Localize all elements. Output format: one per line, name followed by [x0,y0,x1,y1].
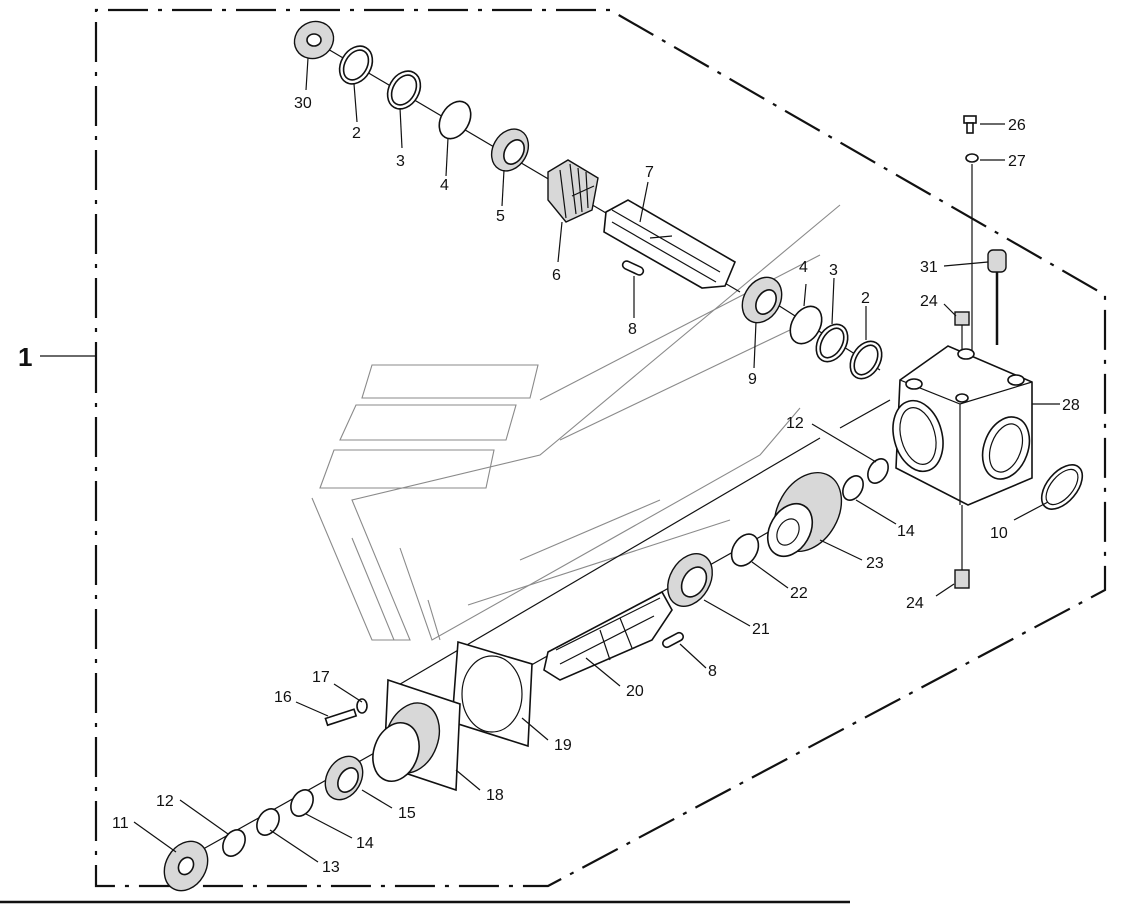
part-24-plug-bottom [954,569,970,589]
part-2-snap-ring [338,45,374,85]
part-12-snap-ring [867,458,889,484]
callout-21: 21 [752,621,770,638]
housing-axis-stub [839,399,891,429]
callout-13: 13 [322,859,340,876]
part-12-snap-ring-lower [222,829,246,857]
part-24-plug-top [954,311,970,326]
callout-30: 30 [294,95,312,112]
part-14-shim-lower [290,789,314,817]
part-3-shim [386,70,422,110]
callout-2-right: 2 [861,290,870,307]
part-14-shim [842,475,864,501]
callout-12-upper: 12 [786,415,804,432]
watermark-logo [311,204,841,641]
part-19-gasket [451,640,533,748]
callout-22: 22 [790,585,808,602]
callout-11: 11 [112,815,129,832]
part-18-flange [372,678,461,792]
part-6-bevel-gear [547,159,599,223]
callout-6: 6 [552,267,561,284]
part-26-screw [963,115,977,134]
part-9-bearing [741,276,783,324]
callout-27: 27 [1008,153,1026,170]
callout-4-right: 4 [799,259,808,276]
part-28-gearbox-housing [892,345,1033,506]
callout-18: 18 [486,787,504,804]
part-8-key-upper [621,260,645,276]
callout-24-bottom: 24 [906,595,924,612]
part-27-washer [965,153,979,163]
callout-labels: 1 30 2 3 4 5 6 7 8 9 4 3 2 26 27 31 24 2… [18,95,1080,876]
part-22-shim [730,533,760,567]
part-5-bearing [490,128,530,172]
callout-31: 31 [920,259,938,276]
callout-14-lower: 14 [356,835,374,852]
part-31-dipstick [987,249,1007,345]
part-21-bearing [667,553,713,607]
part-2-snap-ring-right [849,340,883,380]
part-10-seal [1040,464,1084,510]
part-16-bolt [324,708,358,727]
callout-8-lower: 8 [708,663,717,680]
callout-3-right: 3 [829,262,838,279]
callout-23: 23 [866,555,884,572]
part-8-key-lower [662,631,684,649]
part-4-shim [438,100,472,140]
part-17-lock-washer [356,698,368,714]
part-15-bearing [324,755,364,801]
callout-19: 19 [554,737,572,754]
callout-4: 4 [440,177,449,194]
part-23-gear [766,471,843,558]
callout-14-upper: 14 [897,523,915,540]
part-13-shim [256,808,280,836]
callout-26: 26 [1008,117,1026,134]
callout-2: 2 [352,125,361,142]
callout-28: 28 [1062,397,1080,414]
callout-9: 9 [748,371,757,388]
leader-lines [133,57,1060,863]
part-7-pinion-shaft [603,199,737,289]
part-30-washer [293,20,335,60]
part-3-shim-right [815,323,849,363]
callout-5: 5 [496,208,505,225]
callout-16: 16 [274,689,292,706]
part-20-output-shaft [543,590,673,681]
assembly-number: 1 [18,342,32,372]
callout-10: 10 [990,525,1008,542]
callout-24-top: 24 [920,293,938,310]
part-11-washer [163,840,209,892]
callout-12-lower: 12 [156,793,174,810]
callout-17: 17 [312,669,330,686]
callout-20: 20 [626,683,644,700]
callout-8-upper: 8 [628,321,637,338]
part-4-shim-right [789,305,823,345]
callout-3: 3 [396,153,405,170]
callout-7: 7 [645,164,654,181]
callout-15: 15 [398,805,416,822]
